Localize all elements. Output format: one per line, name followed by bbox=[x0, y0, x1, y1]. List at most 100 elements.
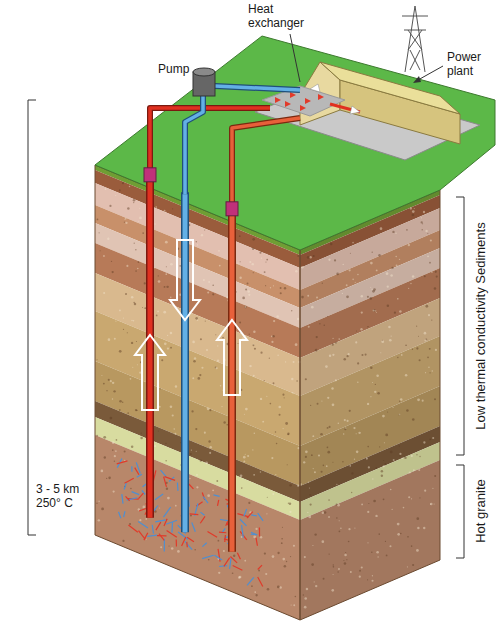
rock-grain bbox=[370, 262, 373, 265]
rock-grain bbox=[200, 459, 202, 461]
rock-grain bbox=[249, 261, 251, 263]
rock-grain bbox=[254, 591, 256, 593]
hot-pipe bbox=[232, 118, 300, 210]
rock-grain bbox=[312, 545, 313, 546]
fracture-line bbox=[166, 520, 177, 524]
rock-grain bbox=[252, 248, 254, 250]
rock-grain bbox=[314, 533, 316, 535]
rock-grain bbox=[429, 262, 431, 264]
fracture-line bbox=[247, 512, 253, 519]
rock-grain bbox=[411, 455, 413, 457]
flow-arrow bbox=[135, 335, 165, 410]
rock-grain bbox=[129, 523, 131, 525]
rock-grain bbox=[179, 265, 181, 267]
rock-grain bbox=[112, 449, 114, 451]
rock-grain bbox=[427, 233, 428, 234]
rock-grain bbox=[239, 322, 241, 324]
rock-grain bbox=[216, 480, 218, 482]
rock-grain bbox=[251, 585, 253, 587]
rock-grain bbox=[154, 445, 156, 447]
rock-grain bbox=[291, 378, 293, 380]
rock-grain bbox=[335, 342, 337, 344]
rock-grain bbox=[259, 252, 261, 254]
rock-grain bbox=[272, 493, 274, 495]
rock-grain bbox=[115, 195, 116, 196]
rock-grain bbox=[119, 309, 121, 311]
stratum-side bbox=[300, 460, 440, 620]
rock-grain bbox=[416, 549, 419, 552]
rock-grain bbox=[226, 424, 228, 426]
rock-grain bbox=[252, 263, 254, 265]
rock-grain bbox=[293, 361, 295, 363]
rock-grain bbox=[352, 279, 354, 281]
rock-grain bbox=[170, 405, 173, 408]
rock-grain bbox=[273, 382, 275, 384]
rock-grain bbox=[338, 422, 340, 424]
rock-grain bbox=[165, 241, 168, 244]
rock-grain bbox=[367, 403, 369, 405]
rock-grain bbox=[164, 210, 166, 212]
annotation-label: Power plant bbox=[447, 50, 493, 79]
rock-grain bbox=[252, 238, 255, 241]
rock-grain bbox=[406, 229, 408, 231]
rock-grain bbox=[353, 427, 355, 429]
rock-grain bbox=[410, 283, 411, 284]
rock-grain bbox=[422, 229, 423, 230]
rock-grain bbox=[386, 272, 389, 275]
rock-grain bbox=[397, 357, 398, 358]
rock-grain bbox=[99, 232, 100, 233]
rock-grain bbox=[405, 374, 408, 377]
rock-grain bbox=[132, 367, 133, 368]
rock-grain bbox=[141, 433, 142, 434]
rock-grain bbox=[165, 273, 167, 275]
rock-grain bbox=[255, 594, 257, 596]
rock-grain bbox=[96, 503, 98, 505]
rock-grain bbox=[412, 275, 415, 278]
rock-grain bbox=[221, 406, 222, 407]
rock-grain bbox=[280, 586, 282, 588]
rock-grain bbox=[135, 409, 137, 411]
rock-grain bbox=[273, 285, 274, 286]
rock-grain bbox=[372, 575, 373, 576]
rock-grain bbox=[399, 400, 401, 402]
rock-grain bbox=[258, 570, 260, 572]
rock-grain bbox=[216, 367, 218, 369]
rock-grain bbox=[356, 330, 357, 331]
rock-grain bbox=[122, 540, 124, 542]
rock-grain bbox=[130, 378, 132, 380]
rock-grain bbox=[432, 370, 433, 371]
rock-grain bbox=[135, 249, 136, 250]
rock-grain bbox=[349, 269, 351, 271]
rock-grain bbox=[289, 502, 292, 505]
rock-grain bbox=[125, 218, 127, 220]
rock-grain bbox=[432, 437, 434, 439]
rock-grain bbox=[423, 527, 425, 529]
rock-grain bbox=[201, 367, 203, 369]
rock-grain bbox=[291, 604, 292, 605]
rock-grain bbox=[253, 474, 255, 476]
rock-grain bbox=[291, 310, 292, 311]
rock-grain bbox=[408, 288, 409, 289]
fracture-line bbox=[147, 535, 157, 536]
power-pylon bbox=[402, 16, 428, 17]
rock-grain bbox=[237, 343, 238, 344]
rock-grain bbox=[303, 594, 304, 595]
fracture-line bbox=[256, 538, 257, 546]
rock-grain bbox=[358, 432, 360, 434]
rock-grain bbox=[396, 264, 398, 266]
rock-grain bbox=[192, 377, 194, 379]
rock-grain bbox=[261, 258, 262, 259]
rock-grain bbox=[411, 545, 413, 547]
rock-grain bbox=[205, 462, 208, 465]
rock-grain bbox=[199, 374, 201, 376]
rock-grain bbox=[287, 464, 288, 465]
rock-grain bbox=[370, 297, 373, 300]
rock-grain bbox=[382, 415, 385, 418]
rock-grain bbox=[205, 321, 206, 322]
rock-grain bbox=[97, 219, 99, 221]
rock-grain bbox=[327, 316, 328, 317]
fracture-line bbox=[230, 557, 232, 569]
fracture-line bbox=[124, 483, 126, 489]
rock-grain bbox=[301, 266, 304, 269]
